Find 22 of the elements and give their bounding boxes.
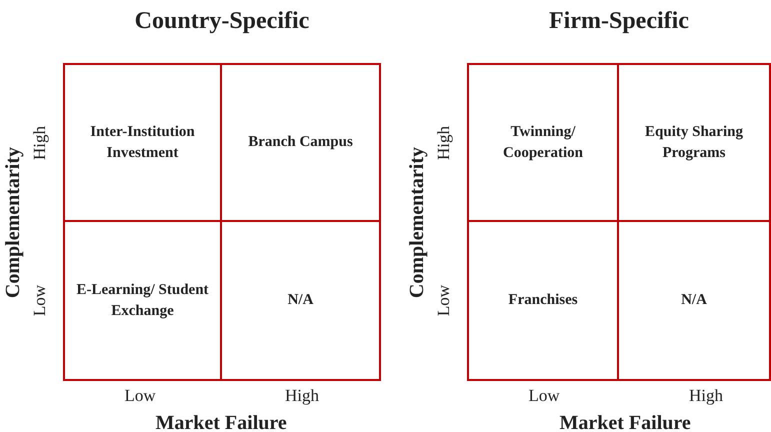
axis-tick-label: Low (124, 386, 156, 406)
axis-tick-label: High (285, 386, 319, 406)
axis-title: Market Failure (560, 412, 691, 432)
axis-tick-label: High (689, 386, 723, 406)
axis-title: Complementarity (406, 146, 428, 298)
matrix-heading: Country-Specific (134, 8, 310, 35)
axis-tick-label: High (434, 126, 454, 160)
axis-tick-label: Low (528, 386, 560, 406)
axis-title: Complementarity (2, 146, 24, 298)
matrix-cell: N/A (222, 222, 379, 379)
axis-tick-label: Low (434, 284, 454, 316)
matrix-cell: Twinning/ Cooperation (469, 65, 619, 222)
axis-tick-label: High (30, 126, 50, 160)
matrix-heading: Firm-Specific (548, 8, 690, 35)
matrix-cell: N/A (619, 222, 769, 379)
matrix-cell: E-Learning/ Student Exchange (65, 222, 222, 379)
matrix-cell: Equity Sharing Programs (619, 65, 769, 222)
matrix-cell: Inter-Institution Investment (65, 65, 222, 222)
axis-tick-label: Low (30, 284, 50, 316)
matrix-cell: Branch Campus (222, 65, 379, 222)
axis-title: Market Failure (156, 412, 287, 432)
matrix-cell: Franchises (469, 222, 619, 379)
